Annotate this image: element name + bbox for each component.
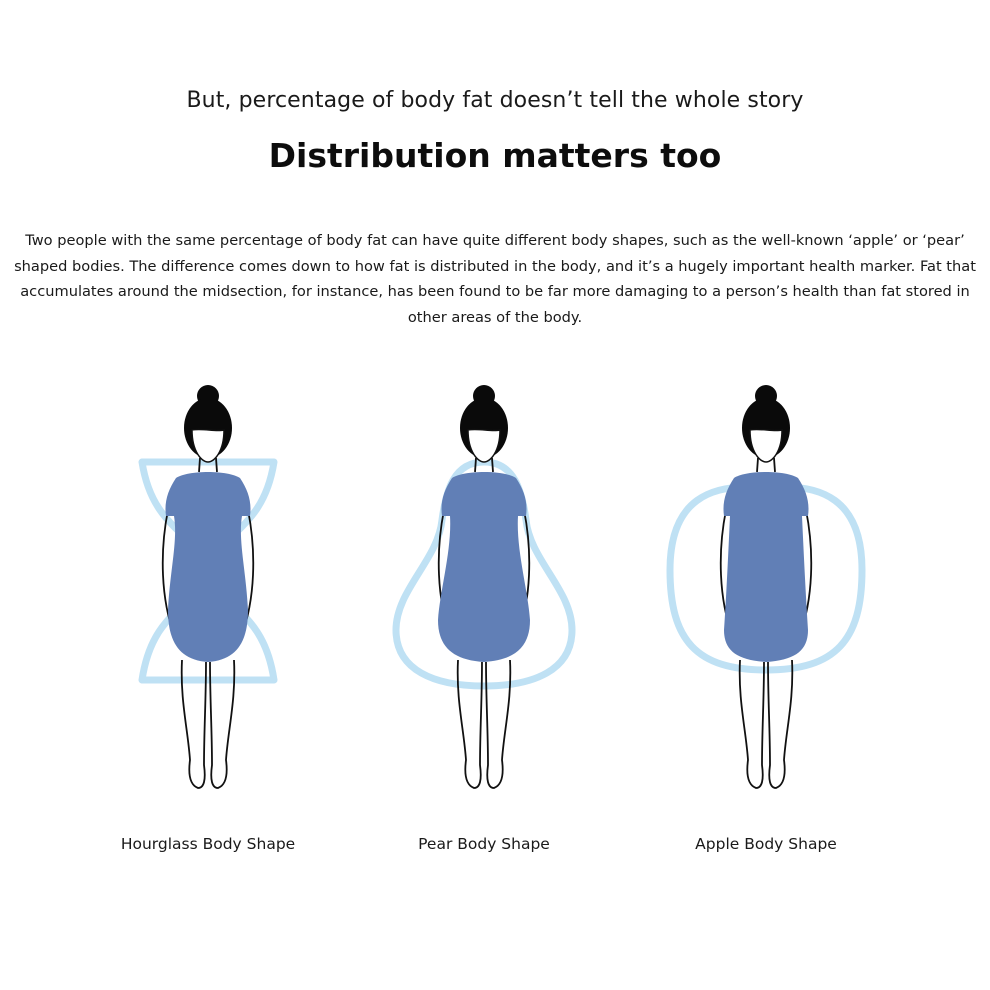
woman-body-icon: [437, 385, 531, 789]
pear-illustration: [392, 385, 576, 789]
page-subtitle: But, percentage of body fat doesn’t tell…: [186, 88, 804, 113]
intro-paragraph: Two people with the same percentage of b…: [14, 232, 976, 326]
apple-outline-icon: [666, 483, 866, 674]
pear-figure: Pear Body Shape: [344, 370, 624, 870]
apple-caption: Apple Body Shape: [695, 835, 837, 853]
hourglass-figure: Hourglass Body Shape: [68, 370, 348, 870]
pear-caption: Pear Body Shape: [418, 835, 550, 853]
woman-body-icon: [719, 385, 813, 789]
hourglass-illustration: [138, 385, 278, 789]
page-title: Distribution matters too: [268, 136, 722, 175]
apple-figure: Apple Body Shape: [626, 370, 906, 870]
hourglass-caption: Hourglass Body Shape: [120, 835, 296, 853]
apple-illustration: [666, 385, 866, 789]
woman-body-icon: [161, 385, 255, 789]
